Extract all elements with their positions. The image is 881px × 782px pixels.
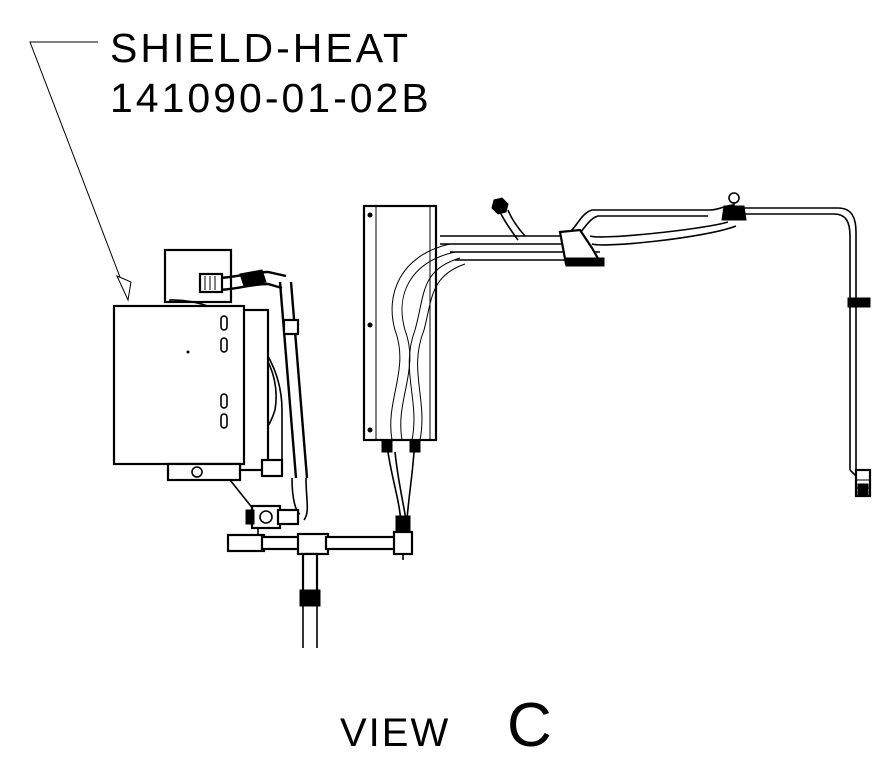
- upper-tube-run: [440, 197, 737, 267]
- mount-hole: [191, 466, 203, 478]
- upper-hose: [198, 269, 287, 294]
- callout-label: SHIELD-HEAT 141090-01-02B: [29, 25, 432, 302]
- part-number-label: 141090-01-02B: [110, 75, 432, 121]
- base-plate: [166, 462, 242, 482]
- mount-tab: [260, 458, 284, 478]
- shield-box: [112, 304, 246, 466]
- vertical-tube: [278, 281, 309, 521]
- tee-fitting: [296, 532, 330, 556]
- control-panel: [362, 204, 438, 453]
- slot: [220, 337, 228, 353]
- top-fitting: [721, 192, 747, 221]
- view-label: VIEW C: [340, 691, 552, 760]
- right-drop-line: [744, 207, 872, 498]
- horizontal-pipe: [226, 530, 414, 648]
- slot: [220, 315, 228, 331]
- view-letter: C: [507, 691, 552, 760]
- slot: [220, 413, 228, 429]
- leader-arrowhead: [116, 275, 132, 302]
- tube-clip: [847, 297, 871, 308]
- slot: [220, 393, 228, 409]
- view-prefix: VIEW: [340, 711, 450, 755]
- part-name-label: SHIELD-HEAT: [110, 25, 411, 71]
- heat-shield-assembly: [112, 248, 284, 521]
- valve-body: [250, 504, 282, 530]
- leader-line: [29, 41, 129, 299]
- panel-housing: [362, 204, 438, 442]
- hex-nut: [491, 197, 509, 215]
- tube-clamp: [558, 228, 602, 266]
- wire-bundle: [387, 243, 466, 533]
